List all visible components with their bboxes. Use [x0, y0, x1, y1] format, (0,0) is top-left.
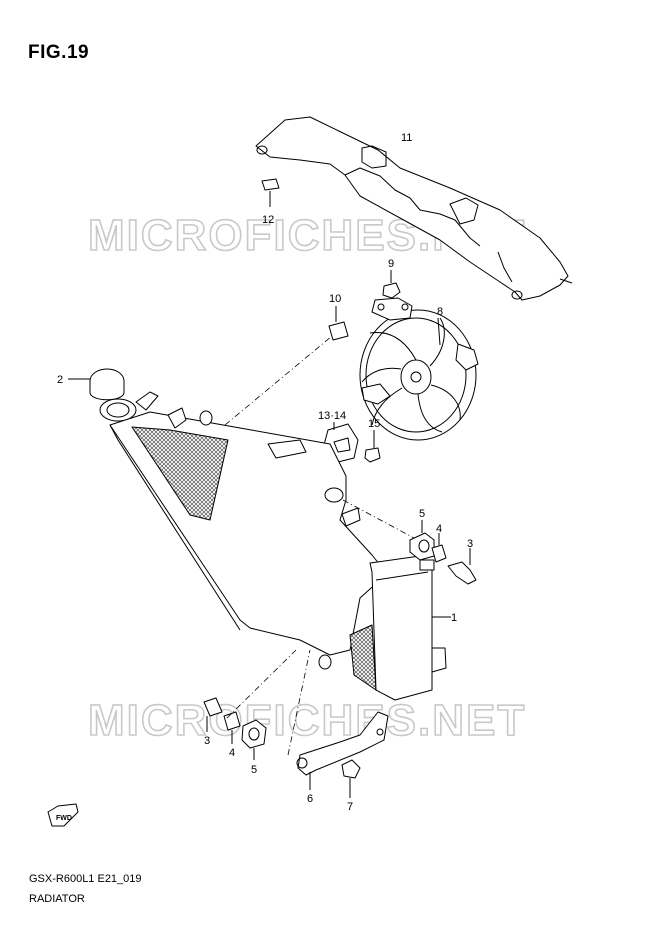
part-10-grommet [328, 306, 349, 341]
figure-name: RADIATOR [29, 893, 85, 905]
figure-code: GSX-R600L1 E21_019 [29, 873, 142, 885]
part-12-cushion [261, 178, 280, 207]
part-4-collar-upper [431, 533, 447, 563]
callout-11: 11 [401, 132, 412, 144]
callout-6: 6 [307, 793, 313, 805]
callout-13-14: 13·14 [318, 410, 346, 422]
callout-4-lower: 4 [229, 747, 235, 759]
assembly-lines [224, 335, 415, 756]
part-11-cover [255, 116, 573, 301]
callout-2: 2 [57, 374, 63, 386]
part-6-bracket [296, 711, 389, 790]
part-3-bolt-upper [447, 548, 477, 585]
callout-8: 8 [437, 306, 443, 318]
callout-7: 7 [347, 801, 353, 813]
watermark-bottom: MICROFICHES.NET [88, 696, 526, 745]
callout-1: 1 [451, 612, 457, 624]
part-8-fan [359, 297, 479, 441]
figure-title: FIG.19 [28, 42, 90, 63]
callout-3-lower: 3 [204, 735, 210, 747]
callout-5-upper: 5 [419, 508, 425, 520]
part-2-cap [68, 368, 125, 401]
part-1-radiator [99, 391, 451, 701]
callout-4-upper: 4 [436, 523, 442, 535]
part-15-bolt [364, 430, 381, 463]
fwd-direction-badge [47, 803, 79, 827]
callout-9: 9 [388, 258, 394, 270]
callouts: 1 2 3 3 4 4 5 5 6 7 8 9 10 11 12 13·14 1… [57, 132, 473, 813]
fwd-label: FWD [56, 815, 72, 822]
part-5-grommet-lower [241, 719, 267, 760]
callout-5-lower: 5 [251, 764, 257, 776]
part-7-bolt [341, 759, 361, 798]
callout-10: 10 [329, 293, 341, 305]
part-5-grommet-upper [409, 532, 435, 561]
part-3-bolt-lower [203, 697, 223, 732]
part-9-bolt [382, 270, 401, 299]
callout-3-upper: 3 [467, 538, 473, 550]
callout-15: 15 [368, 418, 380, 430]
callout-12: 12 [262, 214, 274, 226]
